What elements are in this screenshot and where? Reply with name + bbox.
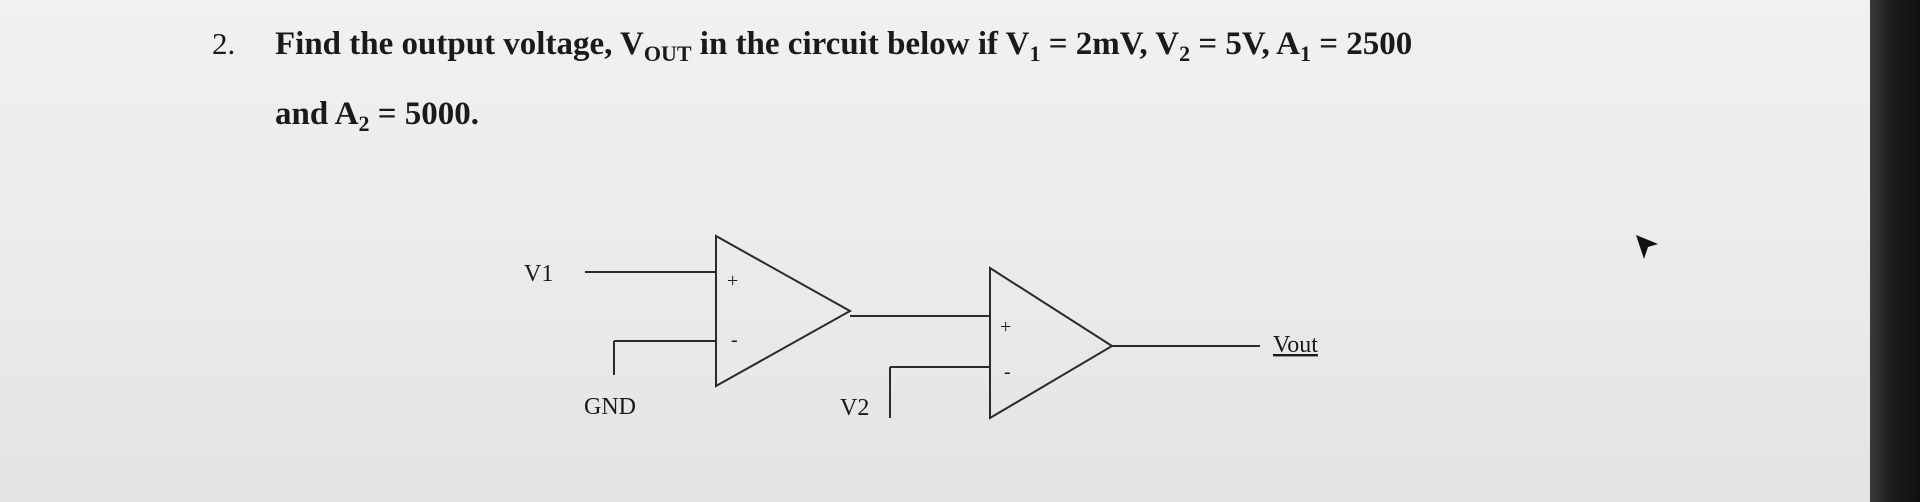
v1-label: V1 — [524, 261, 553, 287]
a1-subscript: 1 — [1300, 41, 1311, 66]
question-text-part: in the circuit below if V — [691, 26, 1030, 62]
question-number: 2. — [212, 26, 236, 61]
a1-value: = 2500 — [1311, 26, 1413, 62]
v1-subscript: 1 — [1029, 41, 1041, 66]
vout-label: Vout — [1273, 332, 1318, 358]
opamp2-minus-sign: - — [1004, 361, 1011, 383]
v2-label: V2 — [840, 395, 869, 421]
a2-subscript: 2 — [358, 111, 370, 136]
opamp1-triangle — [715, 234, 853, 388]
opamp2-triangle — [989, 266, 1114, 420]
mouse-cursor-icon — [1636, 235, 1658, 259]
a2-value: = 5000. — [369, 96, 480, 132]
opamp1-plus-sign: + — [727, 270, 738, 292]
opamp2-plus-sign: + — [1000, 316, 1011, 338]
document-page — [0, 0, 1870, 502]
v2-subscript: 2 — [1179, 41, 1191, 66]
question-text-part: Find the output voltage, V — [275, 26, 644, 62]
opamp1-minus-sign: - — [731, 329, 738, 351]
vout-subscript: OUT — [643, 41, 692, 66]
gnd-label: GND — [584, 394, 636, 420]
question-text-part: and A — [275, 96, 359, 132]
v1-value: = 2mV, V — [1040, 26, 1180, 62]
v2-value: = 5V, A — [1190, 26, 1300, 62]
question-text-line1: Find the output voltage, VOUT in the cir… — [275, 26, 1412, 67]
question-text-line2: and A2 = 5000. — [275, 96, 479, 137]
opamp-circuit-diagram: V1 GND V2 Vout + - + - — [524, 234, 1318, 421]
screen-bezel — [1870, 0, 1920, 502]
